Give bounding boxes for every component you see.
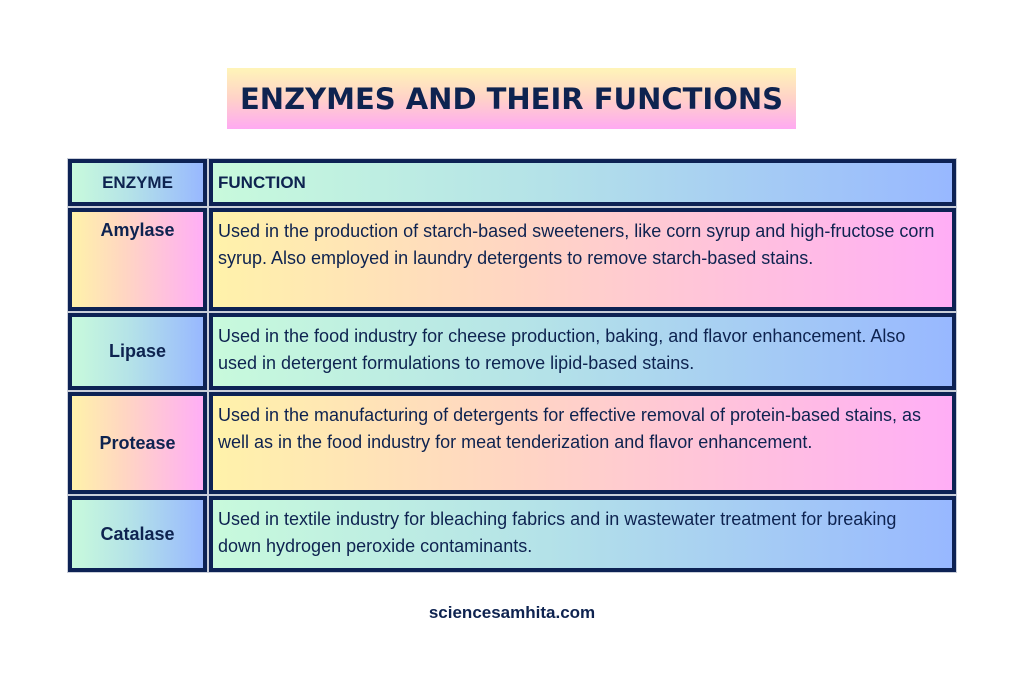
function-cell: Used in the manufacturing of detergents … — [208, 391, 957, 495]
enzyme-cell: Catalase — [67, 495, 208, 573]
enzyme-name: Protease — [99, 432, 176, 453]
header-function-label: FUNCTION — [218, 173, 306, 192]
header-function: FUNCTION — [208, 158, 957, 207]
function-text: Used in textile industry for bleaching f… — [218, 509, 897, 556]
function-text: Used in the production of starch-based s… — [218, 221, 935, 268]
enzyme-name: Lipase — [108, 341, 167, 361]
header-enzyme-label: ENZYME — [102, 172, 173, 192]
function-cell: Used in textile industry for bleaching f… — [208, 495, 957, 573]
table-row: Protease Used in the manufacturing of de… — [67, 391, 957, 495]
table-header-row: ENZYME FUNCTION — [67, 158, 957, 207]
table-row: Lipase Used in the food industry for che… — [67, 312, 957, 391]
table-row: Catalase Used in textile industry for bl… — [67, 495, 957, 573]
enzyme-cell: Protease — [67, 391, 208, 495]
enzyme-cell: Amylase — [67, 207, 208, 312]
table-row: Amylase Used in the production of starch… — [67, 207, 957, 312]
title-banner: ENZYMES AND THEIR FUNCTIONS — [227, 68, 796, 129]
header-enzyme: ENZYME — [67, 158, 208, 207]
enzyme-name: Catalase — [100, 523, 175, 544]
function-cell: Used in the production of starch-based s… — [208, 207, 957, 312]
footer-website: sciencesamhita.com — [428, 603, 596, 622]
function-text: Used in the food industry for cheese pro… — [218, 326, 906, 373]
enzyme-cell: Lipase — [67, 312, 208, 391]
enzyme-name: Amylase — [100, 220, 175, 240]
function-text: Used in the manufacturing of detergents … — [218, 405, 922, 452]
function-cell: Used in the food industry for cheese pro… — [208, 312, 957, 391]
page-title: ENZYMES AND THEIR FUNCTIONS — [239, 81, 783, 116]
